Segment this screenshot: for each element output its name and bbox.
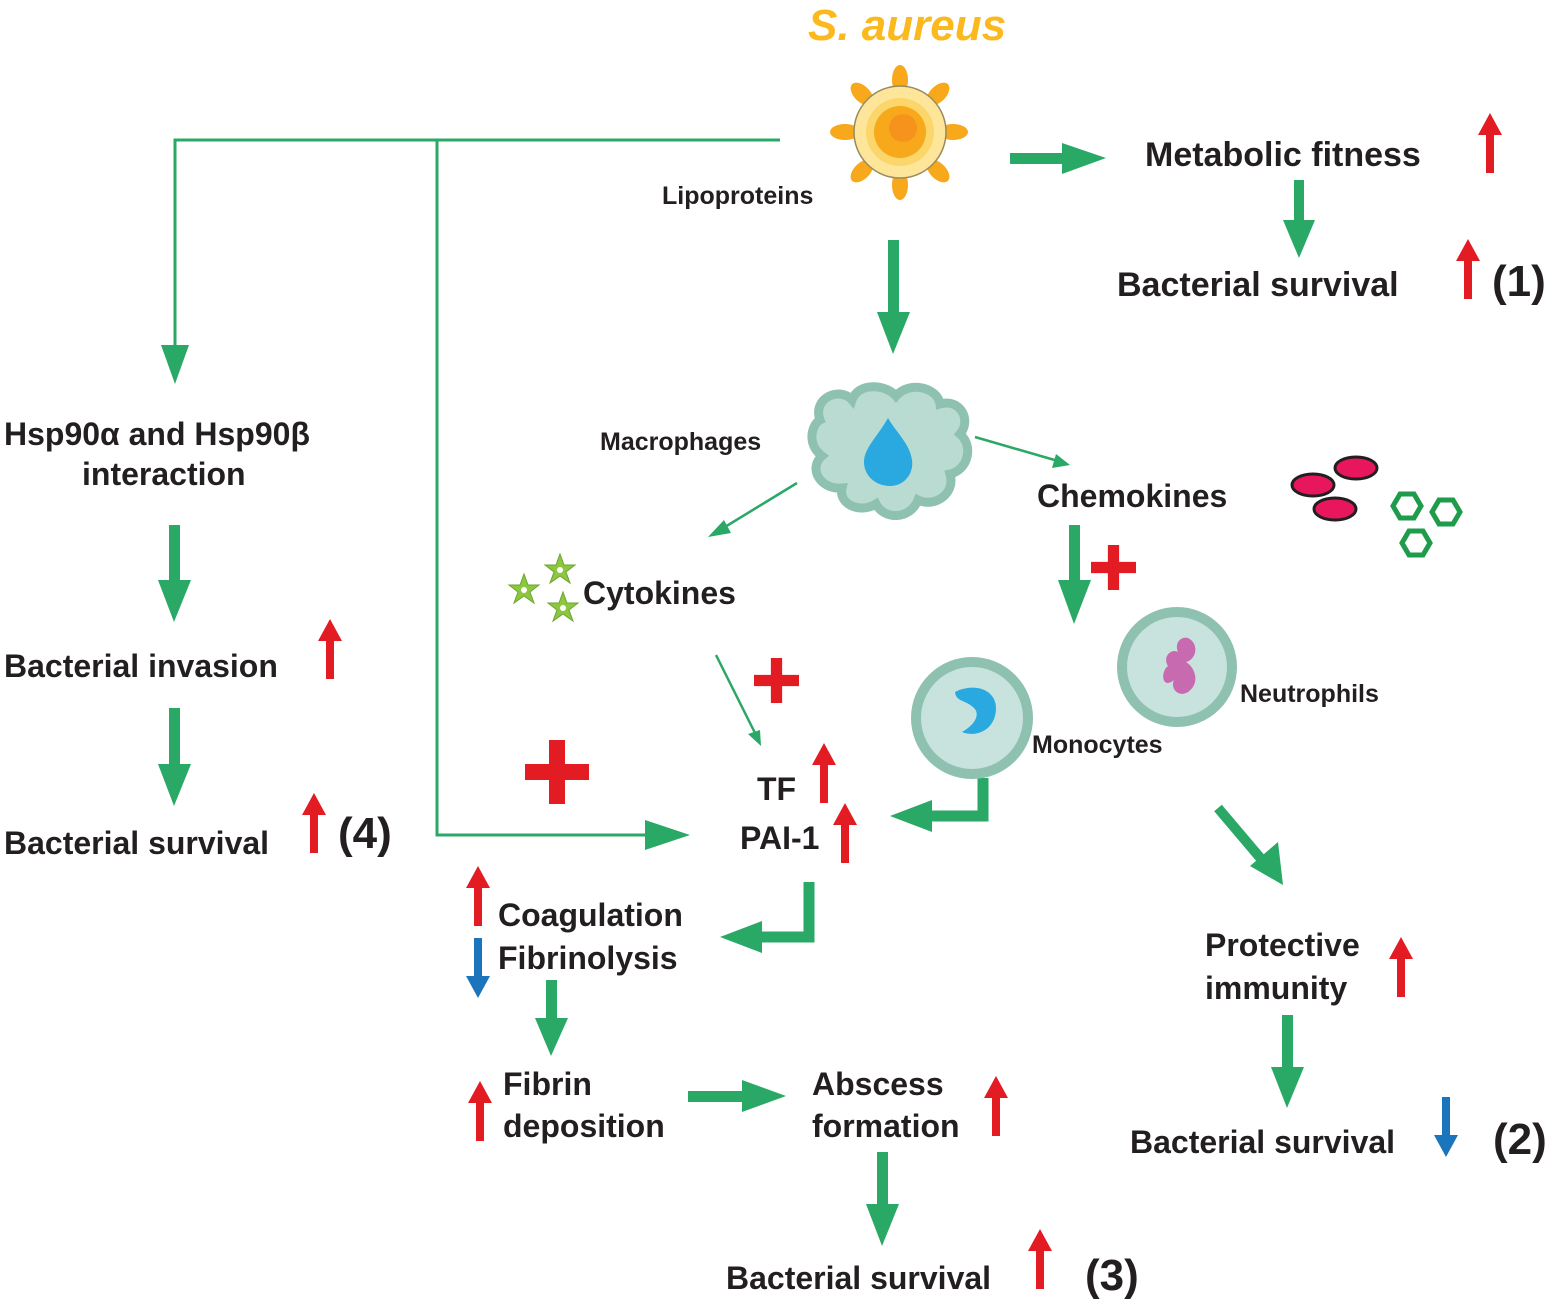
up-arrow-icon [1478, 113, 1502, 173]
label-immunity: immunity [1205, 970, 1348, 1006]
label-chemokines: Chemokines [1037, 478, 1228, 514]
arrow-to-survival-4 [158, 708, 191, 806]
plus-icon [1091, 545, 1136, 590]
label-neutrophils: Neutrophils [1240, 680, 1379, 708]
label-formation: formation [812, 1108, 960, 1144]
monocyte-icon [911, 657, 1033, 779]
label-macrophages: Macrophages [600, 428, 762, 456]
label-bacterial-survival-3: Bacterial survival [726, 1260, 992, 1296]
label-fibrinolysis: Fibrinolysis [498, 940, 678, 976]
chemokine-oval-icon [1290, 455, 1379, 522]
plus-icon [754, 658, 799, 703]
diagram-title: S. aureus [808, 1, 1007, 50]
label-bacterial-survival-1: Bacterial survival [1117, 266, 1399, 304]
plus-icon [525, 740, 589, 804]
neutrophil-icon [1117, 607, 1237, 727]
up-arrow-icon [302, 793, 326, 853]
label-monocytes: Monocytes [1032, 731, 1163, 759]
bacterium-icon [830, 65, 968, 200]
macrophage-icon [807, 382, 973, 520]
up-arrow-icon [812, 743, 836, 803]
up-arrow-icon [1028, 1229, 1052, 1289]
label-coagulation: Coagulation [498, 897, 683, 933]
arrow-to-protective-immunity [1214, 804, 1283, 885]
chemokine-hexagon-icon [1390, 491, 1463, 558]
arrow-to-metabolic-fitness [1010, 143, 1106, 174]
down-arrow-icon [1434, 1097, 1458, 1157]
arrow-to-abscess [688, 1080, 786, 1112]
branch-lines [161, 138, 780, 850]
cytokine-star-icon [507, 552, 580, 623]
arrow-to-cytokines [708, 481, 798, 537]
label-bacterial-survival-2: Bacterial survival [1130, 1124, 1396, 1160]
pathway-number-1: (1) [1492, 257, 1546, 306]
pathway-number-3: (3) [1085, 1251, 1139, 1300]
up-arrow-icon [1389, 937, 1413, 997]
up-arrow-icon [318, 619, 342, 679]
arrow-to-invasion [158, 525, 191, 622]
pathway-number-4: (4) [338, 809, 392, 858]
up-arrow-icon [468, 1081, 492, 1141]
down-arrow-icon [466, 938, 490, 998]
arrow-chemokines-down [1058, 525, 1091, 624]
arrow-pai1-to-coagulation [720, 882, 815, 953]
label-protective: Protective [1205, 927, 1360, 963]
label-abscess: Abscess [812, 1066, 944, 1102]
up-arrow-icon [833, 803, 857, 863]
flow-arrows [158, 138, 1315, 1246]
label-hsp90: Hsp90α and Hsp90β [4, 416, 310, 452]
label-metabolic-fitness: Metabolic fitness [1145, 136, 1421, 174]
label-fibrin: Fibrin [503, 1066, 592, 1102]
label-bacterial-invasion: Bacterial invasion [4, 648, 278, 684]
arrow-to-chemokines [974, 435, 1070, 468]
up-arrow-icon [984, 1076, 1008, 1136]
label-cytokines: Cytokines [583, 575, 736, 611]
label-hsp90-interaction: interaction [82, 456, 246, 492]
label-lipoproteins: Lipoproteins [662, 182, 814, 210]
label-deposition: deposition [503, 1108, 665, 1144]
arrow-to-survival-2 [1271, 1015, 1304, 1108]
arrow-to-fibrin-deposition [535, 980, 568, 1056]
arrow-to-survival-1 [1283, 180, 1315, 258]
arrow-monocytes-to-pai1 [890, 778, 989, 832]
label-bacterial-survival-4: Bacterial survival [4, 825, 270, 861]
label-tf: TF [757, 771, 797, 807]
up-arrow-icon [1456, 239, 1480, 299]
pathway-number-2: (2) [1493, 1115, 1547, 1164]
label-pai1: PAI-1 [740, 820, 820, 856]
arrow-cytokines-to-tf [714, 654, 761, 746]
arrow-to-survival-3 [866, 1152, 899, 1246]
up-arrow-icon [466, 866, 490, 926]
arrow-to-macrophages [877, 240, 910, 354]
